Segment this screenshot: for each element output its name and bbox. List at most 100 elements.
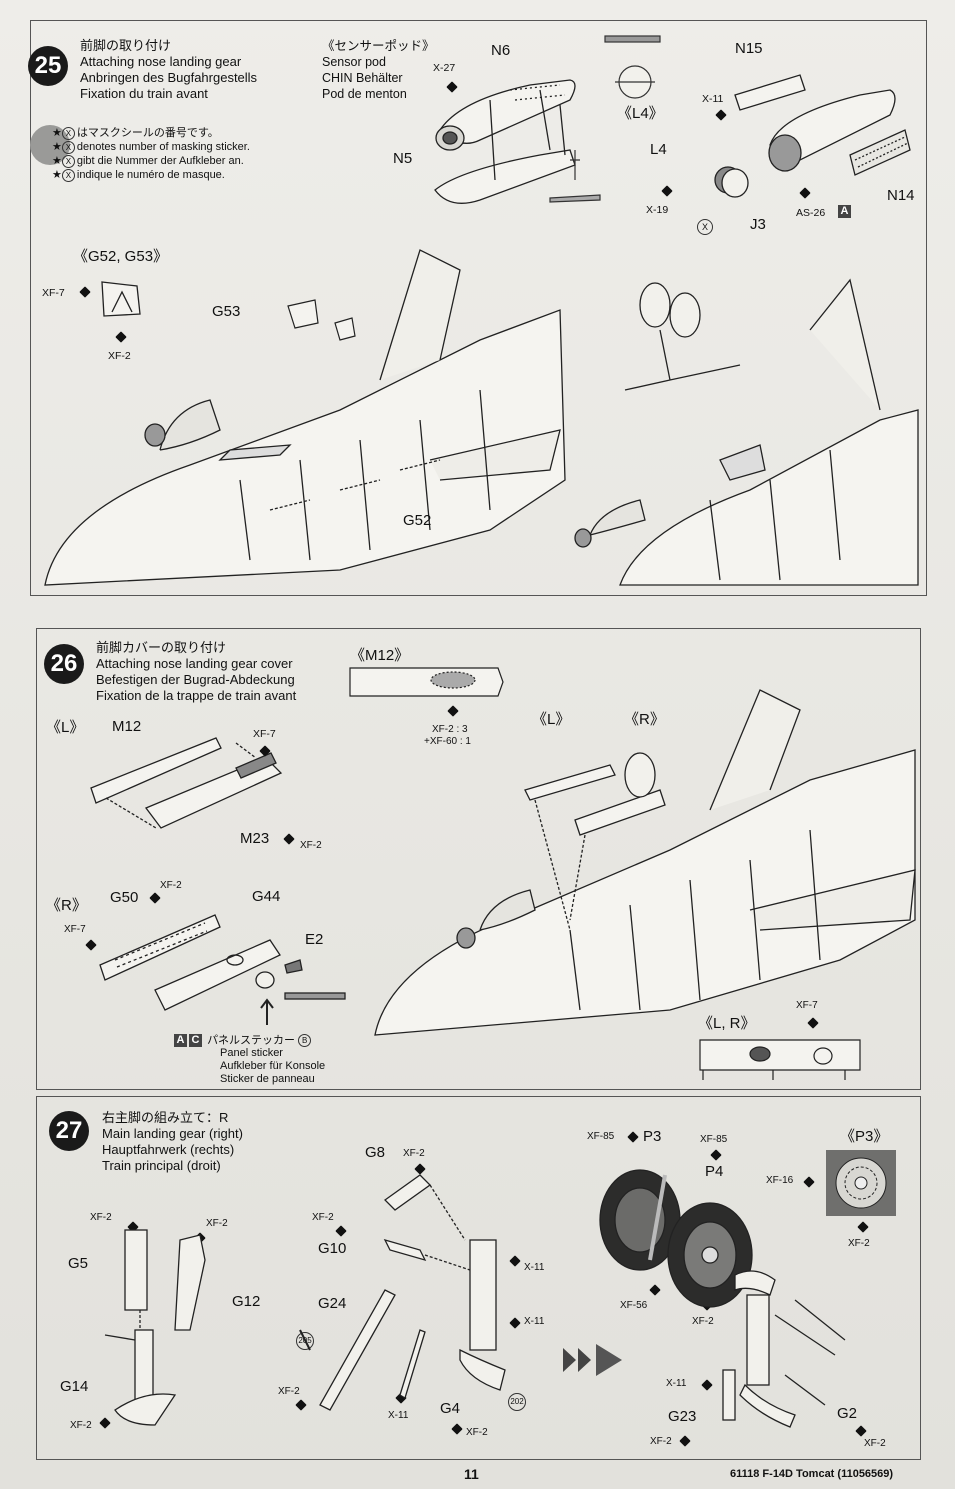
- label-x11-c: X-11: [388, 1410, 409, 1421]
- label-p3-view: 《P3》: [840, 1128, 889, 1145]
- mask-fr: indique le numéro de masque.: [76, 169, 225, 181]
- label-as26: AS-26: [796, 207, 826, 219]
- label-xf2-a: XF-2: [90, 1212, 112, 1223]
- mask-symbol: X: [61, 140, 75, 154]
- label-mix-2: +XF-60 : 1: [424, 736, 471, 747]
- label-g4: G4: [440, 1400, 461, 1417]
- label-n15: N15: [735, 40, 763, 57]
- label-xf56: XF-56: [620, 1300, 648, 1311]
- title-en: Main landing gear (right): [102, 1126, 243, 1141]
- page-number: 11: [464, 1466, 479, 1482]
- mask-jp: はマスクシールの番号です。: [76, 127, 219, 139]
- sticker-mark-b: B: [298, 1034, 312, 1047]
- mask-mark-202: 202: [508, 1393, 526, 1411]
- r-door-drawing: [99, 914, 346, 1025]
- label-g8: G8: [365, 1144, 386, 1161]
- mask-badge-icon: [30, 125, 70, 165]
- label-r-view: 《R》: [46, 897, 87, 914]
- nose-fuselage-right-drawing: [574, 278, 919, 586]
- label-xf2-j: XF-2: [650, 1436, 672, 1447]
- pod-assembly-drawing: [714, 74, 911, 198]
- step-26-title: 前脚カバーの取り付け Attaching nose landing gear c…: [96, 640, 296, 704]
- step-25-panel: [30, 20, 927, 596]
- label-xf2-e: XF-2: [312, 1212, 334, 1223]
- step-25-number: 25: [28, 46, 68, 86]
- mask-symbol: X: [61, 126, 75, 140]
- drill-icon: [549, 150, 601, 203]
- mask-mark-x: X: [697, 219, 713, 235]
- sticker-fr: Sticker de panneau: [220, 1073, 315, 1086]
- label-xf7-a: XF-7: [253, 728, 276, 740]
- label-r-view-2: 《R》: [624, 711, 665, 728]
- label-g12: G12: [232, 1293, 261, 1310]
- nose-fuselage-26-drawing: [374, 689, 916, 1036]
- label-g53: G53: [212, 303, 241, 320]
- label-l-view-2: 《L》: [532, 711, 571, 728]
- label-n14: N14: [887, 187, 915, 204]
- label-mix-1: XF-2 : 3: [432, 724, 468, 735]
- label-x11-d: X-11: [666, 1378, 687, 1389]
- sticker-box-c: C: [189, 1034, 202, 1048]
- label-m12: M12: [112, 718, 142, 735]
- sensor-jp: 《センサーポッド》: [322, 39, 435, 53]
- arrow-next-icon: [563, 1344, 622, 1376]
- title-de: Anbringen des Bugfahrgestells: [80, 70, 258, 85]
- title-jp: 右主脚の組み立て：R: [102, 1110, 229, 1125]
- sticker-en: Panel sticker: [220, 1047, 283, 1060]
- sticker-jp: パネルステッカー: [207, 1034, 296, 1047]
- label-g10: G10: [318, 1240, 347, 1257]
- sensor-en: Sensor pod: [322, 55, 386, 69]
- title-en: Attaching nose landing gear cover: [96, 656, 293, 671]
- main-gear-left-drawing: [104, 1229, 206, 1426]
- label-xf85-b: XF-85: [700, 1134, 728, 1145]
- sensor-pod-drawing: [434, 79, 576, 204]
- step-27-title: 右主脚の組み立て：R Main landing gear (right) Hau…: [102, 1110, 243, 1174]
- title-de: Befestigen der Bugrad-Abdeckung: [96, 672, 295, 687]
- g52-g53-detail-drawing: [101, 281, 141, 317]
- label-g2: G2: [837, 1405, 858, 1422]
- p3-detail-drawing: [826, 1150, 896, 1216]
- main-gear-middle-drawing: [299, 1174, 506, 1411]
- label-l-view: 《L》: [46, 719, 85, 736]
- title-jp: 前脚カバーの取り付け: [96, 640, 227, 655]
- label-p4: P4: [705, 1163, 724, 1180]
- lr-door-detail-drawing: [699, 1039, 861, 1080]
- label-x19: X-19: [646, 204, 669, 216]
- label-g52-g53-view: 《G52, G53》: [73, 248, 169, 265]
- label-p3: P3: [643, 1128, 662, 1145]
- label-xf16: XF-16: [766, 1175, 794, 1186]
- mask-symbol: X: [61, 168, 75, 182]
- label-g5: G5: [68, 1255, 89, 1272]
- step-26-number: 26: [44, 644, 84, 684]
- sticker-de: Aufkleber für Konsole: [220, 1060, 326, 1073]
- title-fr: Fixation de la trappe de train avant: [96, 688, 297, 703]
- mask-symbol: X: [61, 154, 75, 168]
- label-j3: J3: [750, 216, 766, 233]
- label-m12-view: 《M12》: [350, 647, 410, 664]
- label-xf2-d: XF-2: [403, 1148, 425, 1159]
- label-xf2-c: XF-2: [70, 1420, 92, 1431]
- label-g23: G23: [668, 1408, 697, 1425]
- label-xf7: XF-7: [42, 287, 65, 299]
- label-x11-a: X-11: [524, 1262, 545, 1273]
- sensor-de: CHIN Behälter: [322, 71, 403, 85]
- label-xf2-k: XF-2: [864, 1438, 886, 1449]
- nose-fuselage-left-drawing: [44, 249, 566, 586]
- label-xf2-i: XF-2: [692, 1316, 714, 1327]
- title-en: Attaching nose landing gear: [80, 54, 242, 69]
- sticker-box-a: A: [838, 205, 851, 218]
- label-g24: G24: [318, 1295, 347, 1312]
- m12-detail-drawing: [349, 667, 504, 697]
- label-xf2-g: XF-2: [466, 1427, 488, 1438]
- label-x27: X-27: [433, 62, 456, 74]
- mask-en: denotes number of masking sticker.: [76, 141, 250, 153]
- step-27-panel: [36, 1096, 921, 1460]
- label-x11-b: X-11: [524, 1316, 545, 1327]
- sensor-pod-caption: 《センサーポッド》 Sensor pod CHIN Behälter Pod d…: [322, 38, 435, 102]
- label-m23: M23: [240, 830, 270, 847]
- label-l4-view: 《L4》: [617, 105, 664, 122]
- step-27-number: 27: [49, 1111, 89, 1151]
- label-xf2-b: XF-2: [160, 880, 182, 891]
